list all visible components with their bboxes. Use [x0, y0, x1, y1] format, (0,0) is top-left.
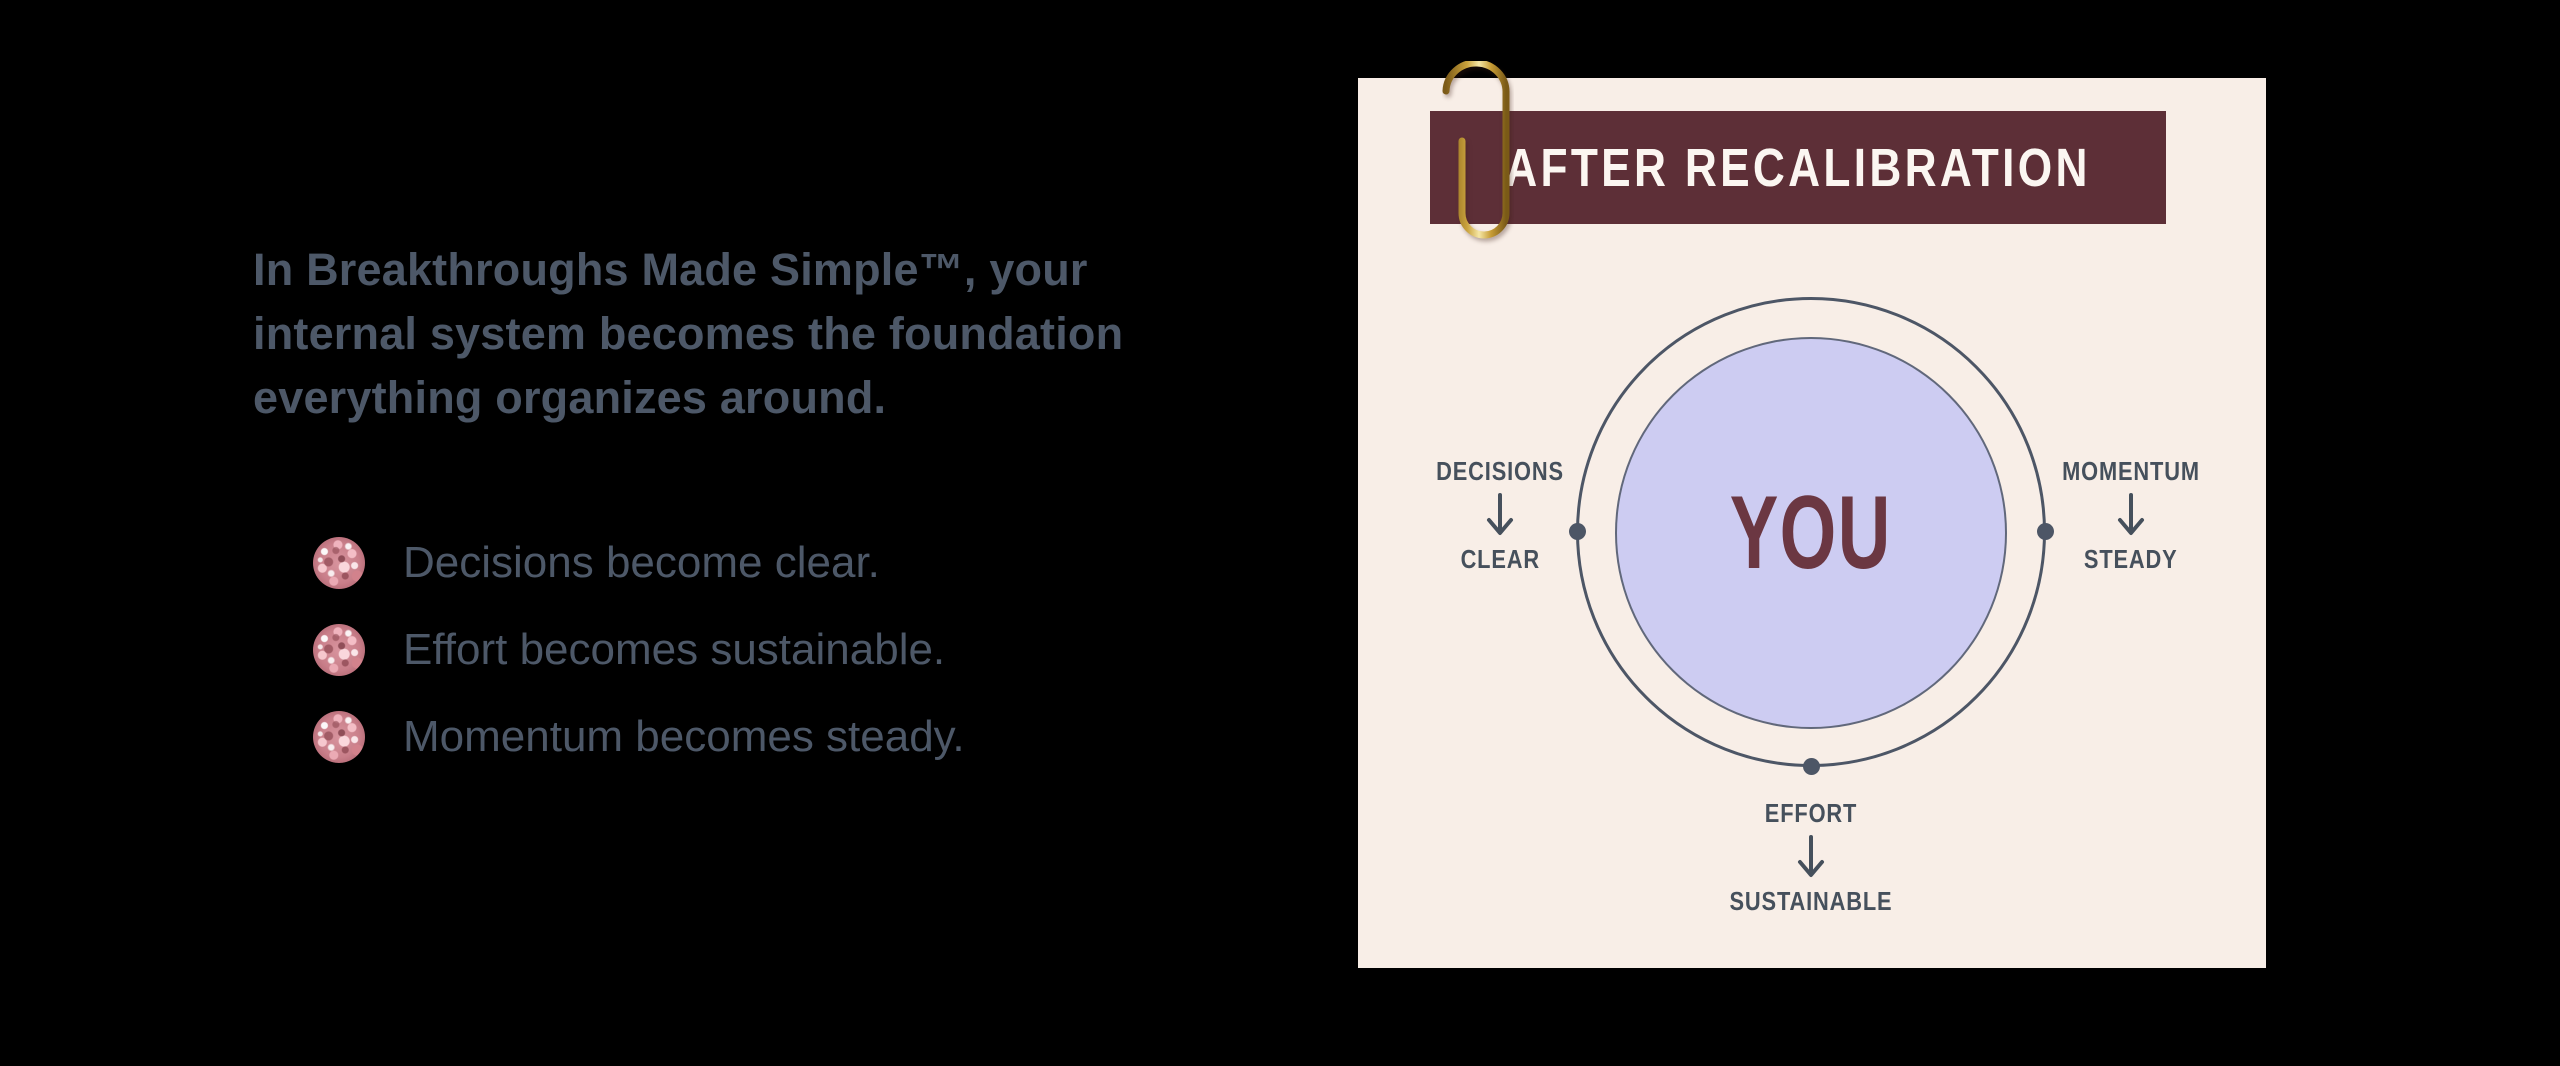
ring-dot-bottom [1803, 758, 1820, 775]
node-to-label: SUSTAINABLE [1729, 886, 1893, 916]
down-arrow-icon [2118, 493, 2144, 535]
bullet-text: Effort becomes sustainable. [403, 625, 946, 674]
bullet-text: Momentum becomes steady. [403, 712, 965, 761]
node-to-label: STEADY [2084, 544, 2178, 574]
bullet-list: Decisions become clear. Effort becomes s… [313, 537, 965, 798]
rose-glitter-dot-icon [313, 624, 365, 676]
node-from-label: MOMENTUM [2062, 456, 2200, 486]
bullet-text: Decisions become clear. [403, 538, 880, 587]
list-item: Effort becomes sustainable. [313, 624, 965, 676]
list-item: Momentum becomes steady. [313, 711, 965, 763]
card-banner: AFTER RECALIBRATION [1430, 111, 2166, 224]
diagram-center-label: YOU [1730, 474, 1892, 591]
node-to-label: CLEAR [1460, 544, 1540, 574]
after-recalibration-card: AFTER RECALIBRATION YOU DECISIONS CLEAR … [1358, 61, 2266, 968]
rose-glitter-dot-icon [313, 537, 365, 589]
intro-heading-line: everything organizes around. [253, 372, 887, 423]
node-from-label: EFFORT [1764, 798, 1858, 828]
node-from-label: DECISIONS [1436, 456, 1564, 486]
intro-heading-line: In Breakthroughs Made Simple™, your [253, 244, 1088, 295]
diagram-node-momentum: MOMENTUM STEADY [2019, 454, 2243, 576]
down-arrow-icon [1487, 493, 1513, 535]
ring-dot-left [1569, 523, 1586, 540]
rose-glitter-dot-icon [313, 711, 365, 763]
diagram-node-decisions: DECISIONS CLEAR [1388, 454, 1612, 576]
diagram-node-effort: EFFORT SUSTAINABLE [1699, 796, 1923, 918]
intro-heading: In Breakthroughs Made Simple™, your inte… [253, 238, 1123, 430]
diagram-center-circle: YOU [1615, 337, 2007, 729]
ring-dot-right [2037, 523, 2054, 540]
list-item: Decisions become clear. [313, 537, 965, 589]
down-arrow-icon [1798, 835, 1824, 877]
gold-paperclip-icon [1442, 61, 1510, 239]
card-title: AFTER RECALIBRATION [1505, 137, 2091, 198]
intro-heading-line: internal system becomes the foundation [253, 308, 1124, 359]
